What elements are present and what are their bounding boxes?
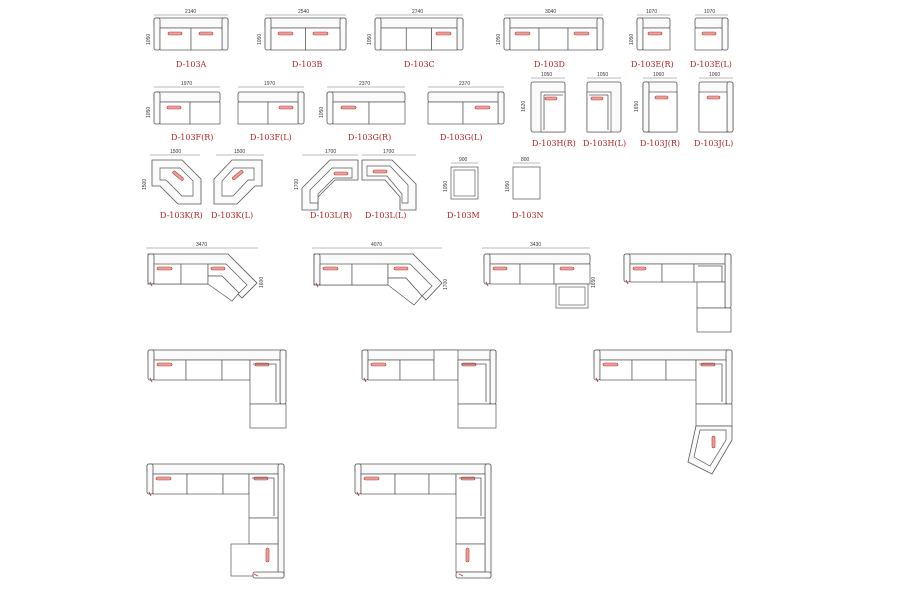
- module-d-103g-r: 2370 1050 D-103G(R): [319, 81, 406, 142]
- dim-width: 3470: [196, 242, 207, 248]
- dim-height: 1600: [259, 277, 265, 288]
- module-label: D-103D: [534, 60, 565, 69]
- dim-width: 1060: [709, 72, 720, 78]
- combo-l-d: [146, 463, 285, 579]
- dim-width: 2370: [459, 81, 470, 87]
- module-label: D-103K(R): [160, 211, 203, 220]
- dim-height: 1050: [629, 34, 635, 45]
- module-label: D-103L(L): [365, 211, 406, 220]
- combo-l-large: [623, 253, 732, 333]
- module-d-103m: 900 1050 D-103M: [443, 157, 480, 220]
- module-d-103k-l: 1500 D-103K(L): [211, 149, 264, 220]
- dim-height: 1050: [319, 107, 325, 118]
- dim-height: 1050: [443, 181, 449, 192]
- module-d-103h-l: 1050 D-103H(L): [583, 72, 626, 148]
- combo-l-e: [354, 463, 492, 579]
- dim-height: 1700: [294, 179, 300, 190]
- module-label: D-103H(L): [583, 139, 626, 148]
- dim-width: 1970: [264, 81, 275, 87]
- dim-height: 1500: [142, 179, 148, 190]
- module-label: D-103K(L): [211, 211, 253, 220]
- module-d-103c: 2740 1050 D-103C: [367, 9, 464, 69]
- dim-width: 1700: [325, 149, 336, 155]
- dim-width: 1060: [653, 72, 664, 78]
- module-d-103e-l: 1070 D-103E(L): [690, 9, 732, 69]
- module-d-103a: 2140 1050 D-103A: [146, 9, 229, 69]
- combo-4070: 4070 1700: [312, 242, 449, 306]
- module-d-103n: 800 1050 D-103N: [505, 157, 544, 220]
- module-d-103e-r: 1070 1050 D-103E(R): [629, 9, 674, 69]
- dim-height: 1650: [634, 101, 640, 112]
- module-d-103f-l: 1970 D-103F(L): [237, 81, 305, 142]
- module-d-103g-l: 2370 D-103G(L): [427, 81, 505, 142]
- dim-width: 1070: [704, 9, 715, 15]
- module-d-103f-r: 1970 1050 D-103F(R): [146, 81, 221, 142]
- module-d-103l-l: 1700 D-103L(L): [361, 149, 417, 220]
- dim-width: 1050: [597, 72, 608, 78]
- dim-height: 1700: [443, 279, 449, 290]
- dim-width: 1070: [646, 9, 657, 15]
- dim-width: 4070: [371, 242, 382, 248]
- dim-width: 1970: [181, 81, 192, 87]
- dim-width: 3040: [545, 9, 556, 15]
- dim-height: 1620: [521, 101, 527, 112]
- dim-height: 1050: [496, 34, 502, 45]
- dim-height: 1050: [146, 34, 152, 45]
- combo-l-b: [361, 349, 497, 429]
- dim-height: 1050: [505, 181, 511, 192]
- dim-width: 3430: [530, 242, 541, 248]
- module-label: D-103E(R): [631, 60, 674, 69]
- dim-width: 1700: [383, 149, 394, 155]
- module-label: D-103G(R): [348, 133, 391, 142]
- module-label: D-103J(R): [640, 139, 680, 148]
- module-label: D-103B: [292, 60, 323, 69]
- dim-height: 1050: [146, 107, 152, 118]
- module-d-103j-r: 1060 1650 D-103J(R): [634, 72, 680, 148]
- module-label: D-103A: [176, 60, 207, 69]
- dim-width: 1500: [170, 149, 181, 155]
- dim-height: 1050: [257, 34, 263, 45]
- module-d-103d: 3040 1050 D-103D: [496, 9, 604, 69]
- module-d-103j-l: 1060 D-103J(L): [694, 72, 734, 148]
- combo-l-a: [147, 349, 287, 429]
- module-label: D-103N: [512, 211, 544, 220]
- dim-width: 1050: [541, 72, 552, 78]
- dim-width: 800: [521, 157, 530, 163]
- module-label: D-103F(R): [171, 133, 213, 142]
- dim-width: 2140: [185, 9, 196, 15]
- combo-3430: 3430 1650: [482, 242, 597, 309]
- module-label: D-103M: [447, 211, 480, 220]
- dim-width: 2740: [412, 9, 423, 15]
- dim-width: 900: [459, 157, 468, 163]
- dim-width: 2540: [298, 9, 309, 15]
- dim-width: 1500: [234, 149, 245, 155]
- module-d-103h-r: 1050 1620 D-103H(R): [521, 72, 576, 148]
- combo-3470: 3470 1600: [146, 242, 265, 302]
- dim-width: 2370: [359, 81, 370, 87]
- dim-height: 1050: [367, 34, 373, 45]
- dim-height: 1650: [591, 277, 597, 288]
- module-label: D-103H(R): [532, 139, 576, 148]
- module-d-103l-r: 1700 1700 D-103L(R): [294, 149, 359, 220]
- module-label: D-103E(L): [690, 60, 732, 69]
- combo-l-c: [593, 349, 733, 475]
- module-d-103b: 2540 1050 D-103B: [257, 9, 347, 69]
- module-label: D-103J(L): [694, 139, 733, 148]
- module-label: D-103C: [404, 60, 435, 69]
- module-d-103k-r: 1500 1500 D-103K(R): [142, 149, 203, 220]
- module-label: D-103G(L): [440, 133, 482, 142]
- module-label: D-103F(L): [250, 133, 292, 142]
- module-label: D-103L(R): [310, 211, 352, 220]
